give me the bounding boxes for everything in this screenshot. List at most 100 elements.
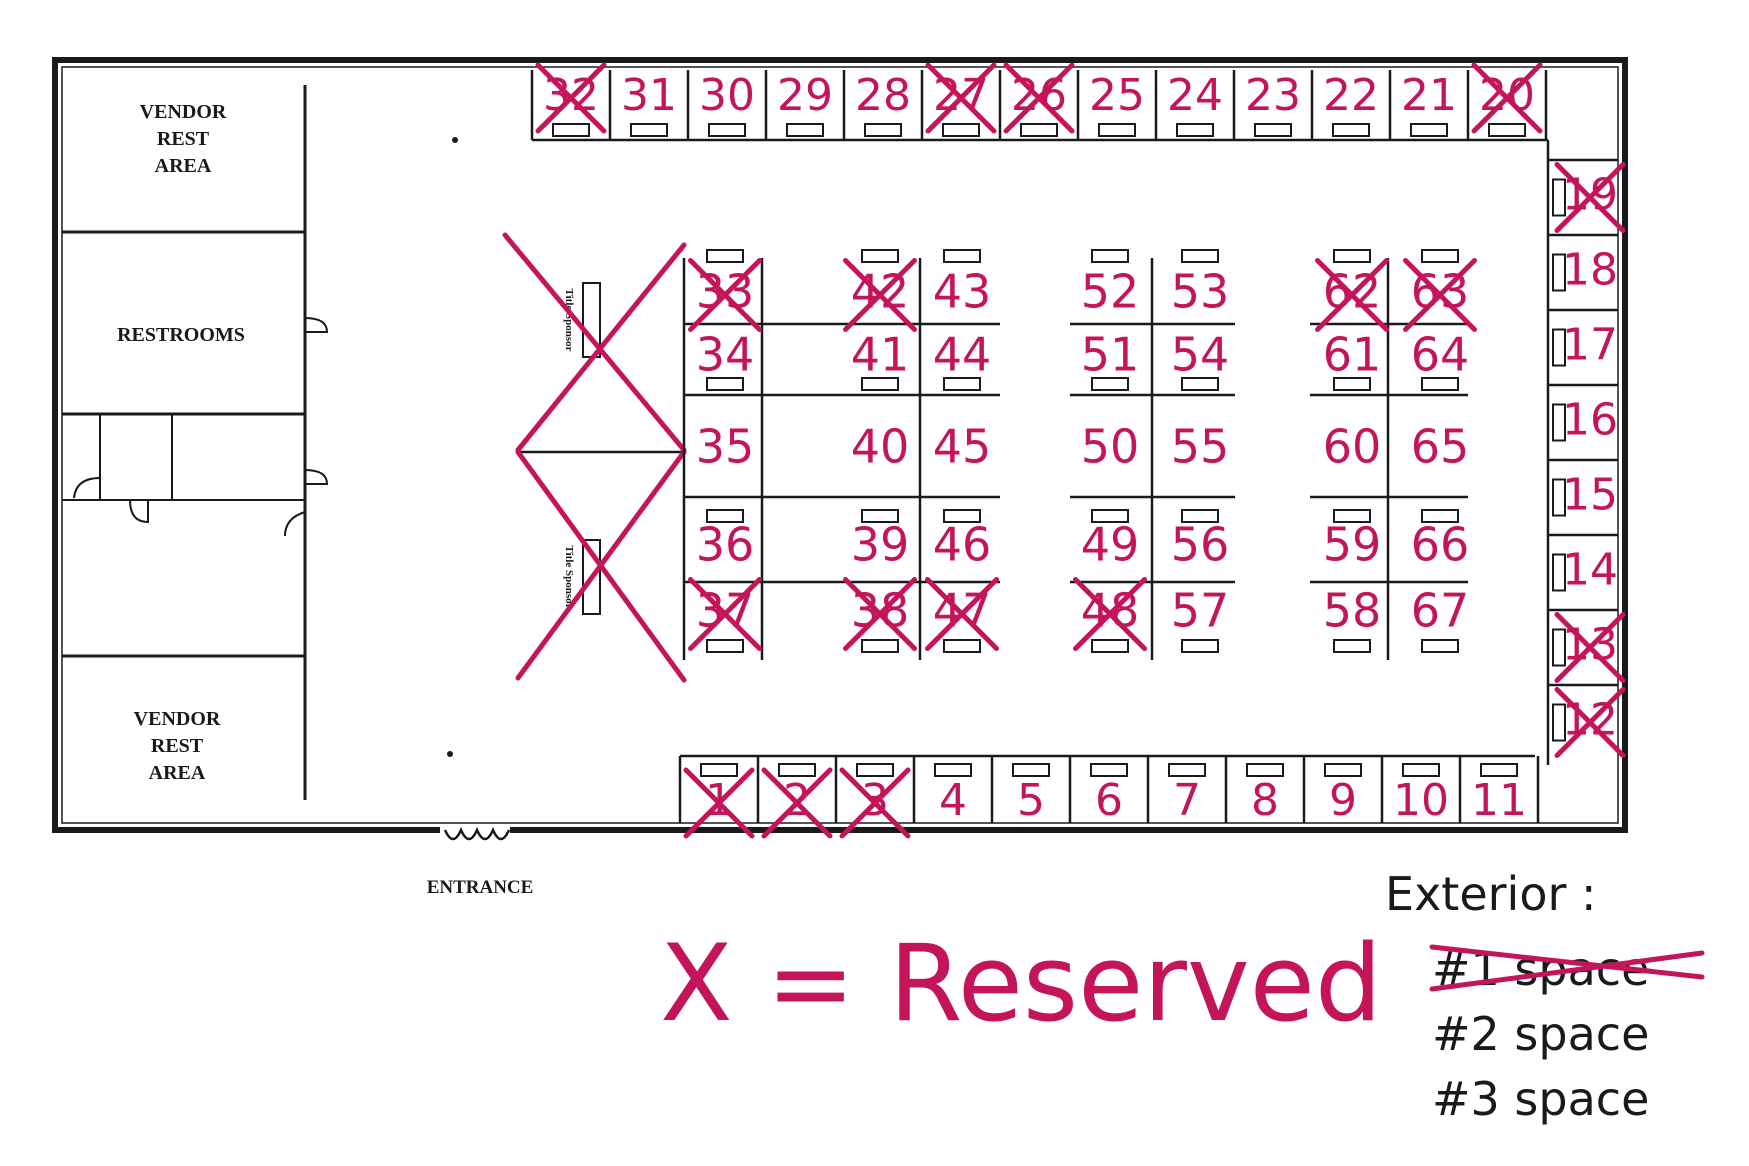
booth-51[interactable]: 51 bbox=[1081, 328, 1140, 391]
booth-3[interactable]: 3 bbox=[839, 763, 911, 839]
booth-number-67: 67 bbox=[1411, 584, 1470, 638]
title-sponsor-area: Title Sponsor Title Sponsor bbox=[502, 232, 687, 683]
vendor-rest-top-line2: REST bbox=[157, 128, 210, 150]
booth-42[interactable]: 42 bbox=[843, 249, 917, 332]
booth-33[interactable]: 33 bbox=[688, 249, 762, 332]
booth-46[interactable]: 46 bbox=[933, 509, 992, 572]
booth-25[interactable]: 25 bbox=[1089, 70, 1145, 137]
reserved-mark-2 bbox=[761, 767, 833, 839]
booth-67[interactable]: 67 bbox=[1411, 584, 1470, 653]
vendor-rest-bottom-line3: AREA bbox=[149, 762, 206, 784]
booth-65[interactable]: 65 bbox=[1411, 420, 1470, 474]
booth-36[interactable]: 36 bbox=[696, 509, 755, 572]
booth-43[interactable]: 43 bbox=[933, 249, 992, 319]
booth-52[interactable]: 52 bbox=[1081, 249, 1140, 319]
booth-number-43: 43 bbox=[933, 265, 992, 319]
booth-number-45: 45 bbox=[933, 420, 992, 474]
booth-63[interactable]: 63 bbox=[1403, 249, 1477, 332]
booth-14[interactable]: 14 bbox=[1552, 545, 1618, 596]
booth-32[interactable]: 32 bbox=[535, 62, 607, 137]
booth-58[interactable]: 58 bbox=[1323, 584, 1382, 653]
booth-number-5: 5 bbox=[1017, 775, 1045, 826]
booth-18[interactable]: 18 bbox=[1552, 245, 1618, 296]
booth-17[interactable]: 17 bbox=[1552, 320, 1618, 371]
booth-11[interactable]: 11 bbox=[1471, 763, 1527, 826]
reserved-mark-33 bbox=[688, 258, 762, 332]
booth-64[interactable]: 64 bbox=[1411, 328, 1470, 391]
booth-19[interactable]: 19 bbox=[1552, 162, 1626, 233]
booth-4[interactable]: 4 bbox=[934, 763, 972, 826]
booth-13[interactable]: 13 bbox=[1552, 612, 1626, 683]
booth-28[interactable]: 28 bbox=[855, 70, 911, 137]
legend-reserved-text: X = Reserved bbox=[660, 922, 1382, 1045]
booth-15[interactable]: 15 bbox=[1552, 470, 1618, 521]
booth-table-28 bbox=[864, 123, 902, 137]
booth-53[interactable]: 53 bbox=[1171, 249, 1230, 319]
booth-60[interactable]: 60 bbox=[1323, 420, 1382, 474]
booth-41[interactable]: 41 bbox=[851, 328, 910, 391]
booth-56[interactable]: 56 bbox=[1171, 509, 1230, 572]
booth-table-34 bbox=[706, 377, 744, 391]
reserved-mark-26 bbox=[1003, 62, 1075, 134]
booth-49[interactable]: 49 bbox=[1081, 509, 1140, 572]
booth-37[interactable]: 37 bbox=[688, 577, 762, 653]
booth-23[interactable]: 23 bbox=[1245, 70, 1301, 137]
booth-table-47 bbox=[943, 639, 981, 653]
booth-55[interactable]: 55 bbox=[1171, 420, 1230, 474]
booth-34[interactable]: 34 bbox=[696, 328, 755, 391]
booth-table-44 bbox=[943, 377, 981, 391]
restrooms-label: RESTROOMS bbox=[117, 324, 245, 346]
booth-39[interactable]: 39 bbox=[851, 509, 910, 572]
booth-table-20 bbox=[1488, 123, 1526, 137]
booth-38[interactable]: 38 bbox=[843, 577, 917, 653]
booth-40[interactable]: 40 bbox=[851, 420, 910, 474]
reserved-mark-1 bbox=[683, 767, 755, 839]
booth-number-53: 53 bbox=[1171, 265, 1230, 319]
booth-61[interactable]: 61 bbox=[1323, 328, 1382, 391]
booth-number-49: 49 bbox=[1081, 518, 1140, 572]
booth-21[interactable]: 21 bbox=[1401, 70, 1457, 137]
booth-table-66 bbox=[1421, 509, 1459, 523]
booth-table-51 bbox=[1091, 377, 1129, 391]
booth-31[interactable]: 31 bbox=[621, 70, 677, 137]
booth-47[interactable]: 47 bbox=[925, 577, 999, 653]
booth-54[interactable]: 54 bbox=[1171, 328, 1230, 391]
booth-10[interactable]: 10 bbox=[1393, 763, 1449, 826]
booth-8[interactable]: 8 bbox=[1246, 763, 1284, 826]
booth-2[interactable]: 2 bbox=[761, 763, 833, 839]
reserved-mark-20 bbox=[1471, 62, 1543, 134]
booth-48[interactable]: 48 bbox=[1073, 577, 1147, 653]
booth-number-44: 44 bbox=[933, 328, 992, 382]
booth-7[interactable]: 7 bbox=[1168, 763, 1206, 826]
booth-35[interactable]: 35 bbox=[696, 420, 755, 474]
booth-26[interactable]: 26 bbox=[1003, 62, 1075, 137]
booth-22[interactable]: 22 bbox=[1323, 70, 1379, 137]
booth-table-23 bbox=[1254, 123, 1292, 137]
entrance-label: ENTRANCE bbox=[427, 877, 534, 898]
booth-24[interactable]: 24 bbox=[1167, 70, 1223, 137]
booth-30[interactable]: 30 bbox=[699, 70, 755, 137]
reserved-mark-62 bbox=[1315, 258, 1389, 332]
booth-table-53 bbox=[1181, 249, 1219, 263]
booth-27[interactable]: 27 bbox=[925, 62, 997, 137]
booth-9[interactable]: 9 bbox=[1324, 763, 1362, 826]
booth-29[interactable]: 29 bbox=[777, 70, 833, 137]
booth-44[interactable]: 44 bbox=[933, 328, 992, 391]
booth-66[interactable]: 66 bbox=[1411, 509, 1470, 572]
booth-16[interactable]: 16 bbox=[1552, 395, 1618, 446]
booth-45[interactable]: 45 bbox=[933, 420, 992, 474]
booth-6[interactable]: 6 bbox=[1090, 763, 1128, 826]
vendor-rest-top-line3: AREA bbox=[155, 155, 212, 177]
booth-57[interactable]: 57 bbox=[1171, 584, 1230, 653]
booth-1[interactable]: 1 bbox=[683, 763, 755, 839]
booth-59[interactable]: 59 bbox=[1323, 509, 1382, 572]
booth-50[interactable]: 50 bbox=[1081, 420, 1140, 474]
reserved-mark-27 bbox=[925, 62, 997, 134]
booth-20[interactable]: 20 bbox=[1471, 62, 1543, 137]
booth-number-10: 10 bbox=[1393, 775, 1449, 826]
booth-number-22: 22 bbox=[1323, 70, 1379, 121]
booth-table-32 bbox=[552, 123, 590, 137]
booth-12[interactable]: 12 bbox=[1552, 687, 1626, 758]
booth-62[interactable]: 62 bbox=[1315, 249, 1389, 332]
booth-5[interactable]: 5 bbox=[1012, 763, 1050, 826]
